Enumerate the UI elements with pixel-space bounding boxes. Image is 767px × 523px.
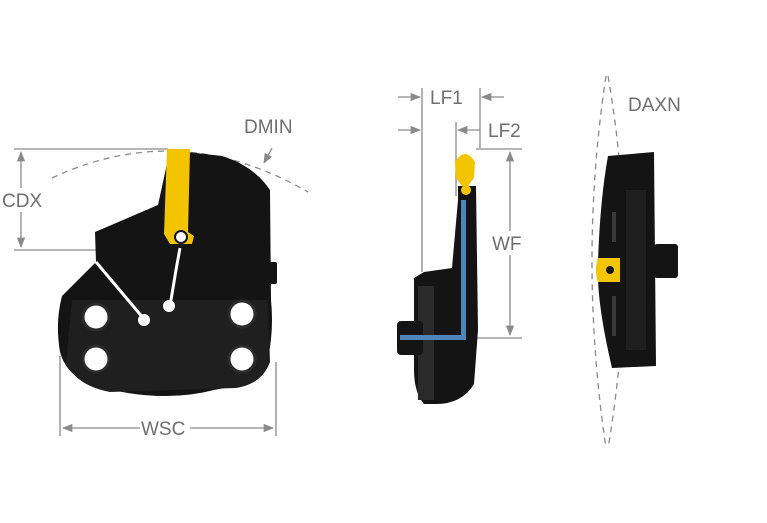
daxn-arc-left	[591, 75, 607, 449]
front-coolant-channel-right	[168, 247, 182, 307]
side-insert-screw	[461, 185, 471, 195]
cdx-label-bg	[0, 188, 46, 212]
side-view: LF1 LF2 WF	[397, 88, 532, 404]
lf1-label: LF1	[430, 88, 463, 109]
dmin-label: DMIN	[244, 117, 293, 138]
front-insert	[164, 149, 194, 244]
front-mount-hole-bottom-left	[81, 344, 111, 374]
front-coolant-port-left	[138, 314, 150, 326]
front-mount-hole-bottom-right	[227, 344, 257, 374]
side-serration	[418, 286, 434, 400]
daxn-label: DAXN	[628, 95, 681, 116]
wsc-label: WSC	[141, 419, 185, 440]
front-tool-base	[66, 300, 270, 392]
front-mount-hole-top-left	[81, 302, 111, 332]
axial-plate	[626, 190, 646, 350]
front-side-nub	[267, 262, 277, 284]
axial-view: DAXN	[591, 75, 681, 449]
axial-insert-screw	[606, 266, 614, 274]
daxn-arc-right	[607, 75, 625, 449]
wf-label-bg	[490, 231, 532, 255]
front-coolant-channel-left	[94, 261, 146, 320]
axial-slot-lower	[612, 296, 616, 336]
lf2-label: LF2	[488, 121, 521, 142]
front-coolant-port-right	[163, 300, 175, 312]
side-insert	[455, 154, 475, 186]
cdx-label: CDX	[2, 191, 42, 212]
side-coolant-vertical	[461, 200, 466, 340]
front-insert-screw	[174, 230, 188, 244]
front-mount-hole-top-right	[227, 299, 257, 329]
wsc-label-bg	[140, 416, 190, 440]
front-view: DMIN CDX WSC	[0, 117, 309, 440]
dmin-leader	[263, 147, 273, 164]
axial-slot	[612, 212, 616, 242]
side-coolant-horizontal	[400, 335, 466, 340]
wf-label: WF	[492, 234, 522, 255]
axial-shank	[654, 244, 678, 278]
